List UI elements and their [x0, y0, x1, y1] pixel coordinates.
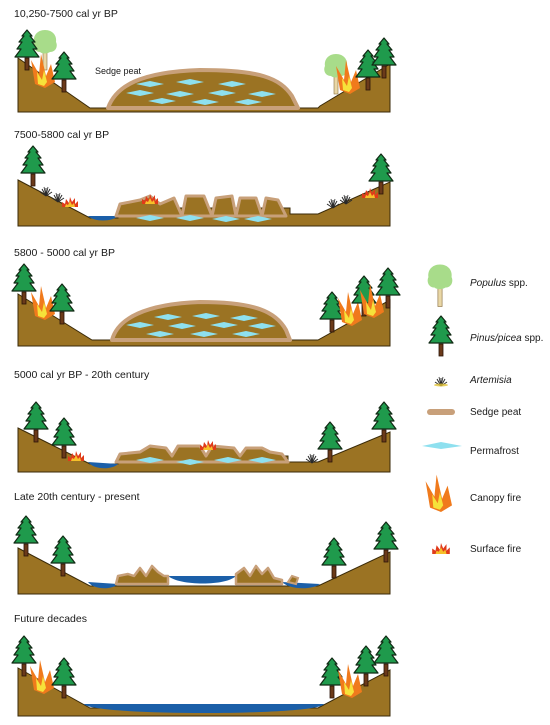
- panel-title: 5800 - 5000 cal yr BP: [14, 247, 115, 259]
- legend-label-italic: Populus: [470, 278, 507, 289]
- legend-label-italic: Artemisia: [470, 375, 512, 386]
- ground: [17, 667, 391, 717]
- legend-label-rest: spp.: [506, 278, 528, 289]
- ground: [17, 547, 391, 595]
- legend-label-rest: spp.: [521, 333, 544, 344]
- legend-label-rest: Permafrost: [470, 446, 519, 457]
- peat-mound: [110, 300, 292, 342]
- water-body: [84, 704, 324, 713]
- panel-4: 5000 cal yr BP - 20th century: [14, 369, 397, 473]
- legend-label-surface-fire: Surface fire: [470, 544, 521, 556]
- legend-label-pinus-picea: Pinus/picea spp.: [470, 333, 543, 345]
- surface-fire-icon: [62, 197, 78, 207]
- pine-tree-icon: [371, 401, 397, 443]
- pine-tree-icon: [373, 635, 399, 677]
- legend-label-rest: Sedge peat: [470, 407, 522, 418]
- populus-tree-icon: [427, 263, 453, 308]
- peat-mound: [114, 564, 170, 586]
- panel-title: Late 20th century - present: [14, 491, 140, 503]
- panel-title: 7500-5800 cal yr BP: [14, 129, 109, 141]
- panel-title: Future decades: [14, 613, 87, 625]
- legend-label-canopy-fire: Canopy fire: [470, 493, 521, 505]
- peat-mound: [106, 68, 300, 110]
- water-pool: [88, 582, 118, 589]
- panel-2: 7500-5800 cal yr BP: [14, 129, 394, 227]
- panel-title: 10,250-7500 cal yr BP: [14, 8, 118, 20]
- water-pool: [168, 576, 236, 584]
- pine-tree-icon: [428, 315, 454, 357]
- sedge-peat-swatch-icon: [427, 409, 455, 415]
- legend-label-artemisia: Artemisia: [470, 375, 512, 387]
- peat-mound: [114, 194, 288, 218]
- panel-1: 10,250-7500 cal yr BP Sedge peat: [14, 8, 397, 113]
- pine-tree-icon: [11, 635, 37, 677]
- legend-label-rest: Canopy fire: [470, 493, 522, 504]
- legend-label-sedge-peat: Sedge peat: [470, 407, 521, 419]
- panel-5: Late 20th century - present: [13, 491, 399, 595]
- pine-tree-icon: [373, 521, 399, 563]
- peat-fragment: [286, 574, 300, 586]
- artemisia-shrub-icon: [434, 376, 448, 387]
- pine-tree-icon: [20, 145, 46, 187]
- peat-mound: [114, 444, 290, 464]
- water-pool: [88, 462, 118, 469]
- ground: [17, 57, 391, 113]
- legend: [422, 263, 462, 554]
- sedge-peat-annotation: Sedge peat: [95, 66, 142, 76]
- legend-label-rest: Surface fire: [470, 544, 522, 555]
- water-pool: [88, 216, 118, 221]
- surface-fire-icon: [432, 543, 450, 554]
- legend-label-italic: Pinus/picea: [470, 333, 522, 344]
- permafrost-swatch-icon: [422, 442, 462, 449]
- populus-tree-icon: [32, 29, 58, 71]
- legend-label-permafrost: Permafrost: [470, 446, 519, 458]
- legend-label-populus: Populus spp.: [470, 278, 528, 290]
- peat-mound: [234, 564, 284, 586]
- pine-tree-icon: [321, 537, 347, 579]
- panel-3: 5800 - 5000 cal yr BP: [11, 247, 401, 347]
- canopy-fire-icon: [425, 474, 452, 512]
- panel-6: Future decades: [11, 613, 399, 717]
- panel-title: 5000 cal yr BP - 20th century: [14, 369, 150, 381]
